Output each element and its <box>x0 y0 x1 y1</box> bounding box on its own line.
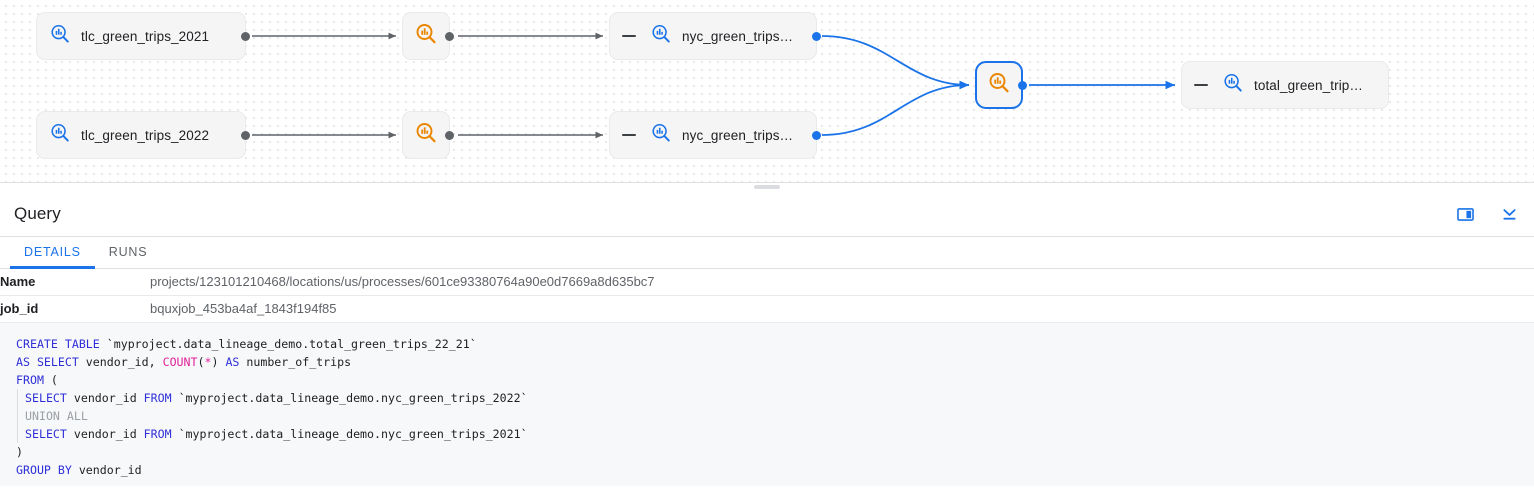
sql-token: ( <box>197 355 205 369</box>
collapse-icon[interactable] <box>622 35 636 37</box>
lineage-node-process-1[interactable] <box>402 12 454 60</box>
lineage-node-process-2[interactable] <box>402 111 454 159</box>
sql-token: AS <box>225 355 240 369</box>
sql-token: FROM <box>143 391 172 405</box>
sql-token: * <box>204 355 212 369</box>
sql-token: COUNT <box>162 355 198 369</box>
lineage-node-label: total_green_trip… <box>1254 77 1364 93</box>
sql-token: GROUP BY <box>16 463 72 477</box>
node-output-port[interactable] <box>445 32 454 41</box>
lineage-node-tlc-green-trips-2021[interactable]: tlc_green_trips_2021 <box>36 12 250 60</box>
query-panel-actions <box>1454 203 1520 225</box>
sql-line: SELECT vendor_id FROM `myproject.data_li… <box>17 425 528 443</box>
sql-line: UNION ALL <box>17 407 88 425</box>
node-output-port[interactable] <box>1018 81 1027 90</box>
bigquery-process-icon <box>987 71 1011 100</box>
panel-divider <box>0 182 1534 192</box>
table-row: job_id bquxjob_453ba4af_1843f194f85 <box>0 296 1534 323</box>
sql-token: SELECT <box>25 391 67 405</box>
sql-token: UNION ALL <box>25 409 88 423</box>
collapse-down-icon[interactable] <box>1498 203 1520 225</box>
query-panel-header: Query <box>0 192 1534 237</box>
table-row: Name projects/123101210468/locations/us/… <box>0 269 1534 296</box>
sql-token: `myproject.data_lineage_demo.total_green… <box>106 337 477 351</box>
lineage-node-label: tlc_green_trips_2021 <box>81 28 210 44</box>
sql-token: FROM <box>143 427 172 441</box>
lineage-node-nyc-green-trips-2021[interactable]: nyc_green_trips… <box>609 12 821 60</box>
sql-line: GROUP BY vendor_id <box>16 463 142 477</box>
lineage-node-nyc-green-trips-2022[interactable]: nyc_green_trips… <box>609 111 821 159</box>
collapse-icon[interactable] <box>1194 84 1208 86</box>
sql-token: AS SELECT <box>16 355 79 369</box>
sql-line: FROM ( <box>16 373 58 387</box>
sql-token: vendor_id <box>71 463 142 477</box>
tab-runs[interactable]: RUNS <box>108 245 148 259</box>
detail-key-name: Name <box>0 274 36 289</box>
lineage-node-label: nyc_green_trips… <box>682 127 794 143</box>
lineage-node-label: tlc_green_trips_2022 <box>81 127 210 143</box>
node-output-port[interactable] <box>241 32 250 41</box>
sql-code: CREATE TABLE `myproject.data_lineage_dem… <box>0 335 1534 479</box>
bigquery-table-icon <box>1222 72 1244 99</box>
sql-token: ) <box>16 445 23 459</box>
sql-token: ( <box>43 373 58 387</box>
sql-token: vendor_id <box>66 391 144 405</box>
sql-token: FROM <box>16 373 44 387</box>
bigquery-process-icon <box>414 22 438 51</box>
lineage-graph-canvas[interactable]: tlc_green_trips_2021 ny <box>0 0 1534 182</box>
split-pane-icon[interactable] <box>1454 203 1476 225</box>
query-details-panel: Query DETAILS RUNS Name projects <box>0 192 1534 486</box>
sql-query-block[interactable]: CREATE TABLE `myproject.data_lineage_dem… <box>0 323 1534 486</box>
node-output-port[interactable] <box>445 131 454 140</box>
tab-details[interactable]: DETAILS <box>10 245 95 269</box>
page-title: Query <box>14 204 61 223</box>
sql-line: CREATE TABLE `myproject.data_lineage_dem… <box>16 337 477 351</box>
sql-token: vendor_id <box>66 427 144 441</box>
lineage-node-label: nyc_green_trips… <box>682 28 794 44</box>
collapse-icon[interactable] <box>622 134 636 136</box>
sql-token: number_of_trips <box>239 355 352 369</box>
sql-line: SELECT vendor_id FROM `myproject.data_li… <box>17 389 528 407</box>
sql-token: `myproject.data_lineage_demo.nyc_green_t… <box>171 391 528 405</box>
bigquery-table-icon <box>49 23 71 50</box>
node-output-port[interactable] <box>812 131 821 140</box>
bigquery-table-icon <box>650 122 672 149</box>
sql-token: vendor_id, <box>78 355 163 369</box>
detail-value-job-id: bquxjob_453ba4af_1843f194f85 <box>150 301 337 316</box>
sql-token: CREATE TABLE <box>16 337 107 351</box>
lineage-node-process-selected[interactable] <box>975 61 1027 109</box>
panel-resize-handle[interactable] <box>754 185 780 189</box>
lineage-node-tlc-green-trips-2022[interactable]: tlc_green_trips_2022 <box>36 111 250 159</box>
sql-token: ) <box>211 355 226 369</box>
sql-line: AS SELECT vendor_id, COUNT(*) AS number_… <box>16 355 351 369</box>
query-panel-tabs: DETAILS RUNS <box>0 237 1534 269</box>
sql-line: ) <box>16 445 23 459</box>
details-table: Name projects/123101210468/locations/us/… <box>0 269 1534 323</box>
node-output-port[interactable] <box>812 32 821 41</box>
lineage-node-total-green-trips[interactable]: total_green_trip… <box>1181 61 1389 109</box>
sql-token: `myproject.data_lineage_demo.nyc_green_t… <box>171 427 528 441</box>
bigquery-table-icon <box>49 122 71 149</box>
detail-value-name: projects/123101210468/locations/us/proce… <box>150 274 655 289</box>
bigquery-process-icon <box>414 121 438 150</box>
sql-token: SELECT <box>25 427 67 441</box>
bigquery-table-icon <box>650 23 672 50</box>
node-output-port[interactable] <box>241 131 250 140</box>
detail-key-job-id: job_id <box>0 301 39 316</box>
